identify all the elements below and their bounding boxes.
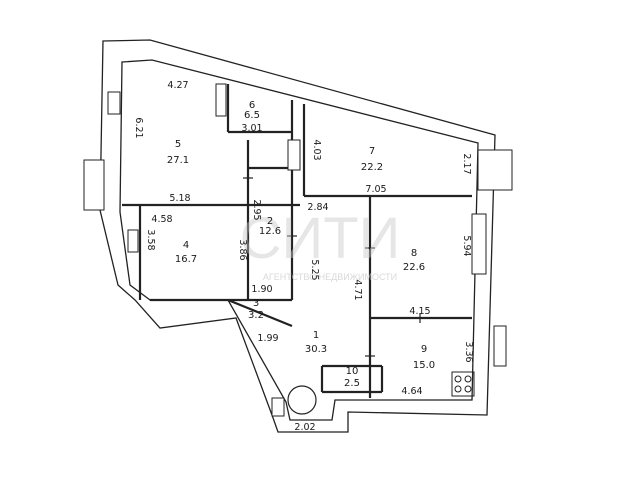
dimension-label: 5.94 xyxy=(461,235,472,256)
room-number: 10 xyxy=(346,366,359,377)
dimension-labels: 4.27 6.21 3.01 4.03 2.17 5.18 7.05 4.58 … xyxy=(133,80,474,433)
dimension-label: 2.02 xyxy=(294,422,315,433)
dimension-label: 4.64 xyxy=(401,386,422,397)
watermark-tagline: АГЕНТСТВО НЕДВИЖИМОСТИ xyxy=(263,272,397,282)
room-area: 2.5 xyxy=(344,378,360,389)
windows xyxy=(83,83,513,417)
window-icon xyxy=(127,229,139,253)
dimension-label: 3.01 xyxy=(241,123,262,134)
room-area: 27.1 xyxy=(167,155,189,166)
stairwell-icon xyxy=(287,385,317,415)
dimension-label: 4.58 xyxy=(151,214,172,225)
dimension-label: 3.36 xyxy=(463,341,474,362)
room-number: 4 xyxy=(183,240,189,251)
room-area: 22.2 xyxy=(361,162,383,173)
room-number: 6 xyxy=(249,100,255,111)
room-number: 1 xyxy=(313,330,319,341)
window-icon xyxy=(83,159,105,211)
window-icon xyxy=(107,91,121,115)
dimension-label: 4.27 xyxy=(167,80,188,91)
dimension-label: 1.99 xyxy=(257,333,278,344)
door-ticks xyxy=(243,177,421,357)
window-icon xyxy=(287,139,301,171)
room-number: 9 xyxy=(421,344,427,355)
watermark-brand: СИТИ xyxy=(240,206,401,271)
dimension-label: 7.05 xyxy=(365,184,386,195)
dimension-label: 4.03 xyxy=(311,139,322,160)
dimension-label: 3.58 xyxy=(145,229,156,250)
dimension-label: 3.86 xyxy=(237,239,248,260)
window-icon xyxy=(477,149,513,191)
window-icon xyxy=(493,325,507,367)
dimension-label: 5.25 xyxy=(309,259,320,280)
room-number: 7 xyxy=(369,146,375,157)
dimension-label: 1.90 xyxy=(251,284,272,295)
dimension-label: 4.71 xyxy=(352,279,363,300)
room-number: 5 xyxy=(175,139,181,150)
room-area: 16.7 xyxy=(175,254,197,265)
dimension-label: 2.95 xyxy=(251,199,262,220)
watermark: СИТИ АГЕНТСТВО НЕДВИЖИМОСТИ xyxy=(240,206,401,282)
window-icon xyxy=(271,397,285,417)
window-icon xyxy=(215,83,227,117)
room-area: 12.6 xyxy=(259,226,281,237)
room-number: 3 xyxy=(253,298,259,309)
stove-icon xyxy=(451,371,475,397)
room-number: 8 xyxy=(411,248,417,259)
room-area: 30.3 xyxy=(305,344,327,355)
dimension-label: 4.15 xyxy=(409,306,430,317)
window-icon xyxy=(471,213,487,275)
dimension-label: 2.17 xyxy=(461,153,472,174)
room-area: 15.0 xyxy=(413,360,435,371)
dimension-label: 2.84 xyxy=(307,202,328,213)
dimension-label: 6.21 xyxy=(133,117,144,138)
inner-wall-outline xyxy=(119,59,479,421)
room-area: 6.5 xyxy=(244,110,260,121)
room-area: 3.2 xyxy=(248,310,264,321)
partitions xyxy=(122,84,472,398)
room-labels: 1 30.3 2 12.6 3 3.2 4 16.7 5 27.1 6 6.5 … xyxy=(167,100,435,389)
dimension-label: 5.18 xyxy=(169,193,190,204)
room-number: 2 xyxy=(267,216,273,227)
room-area: 22.6 xyxy=(403,262,425,273)
